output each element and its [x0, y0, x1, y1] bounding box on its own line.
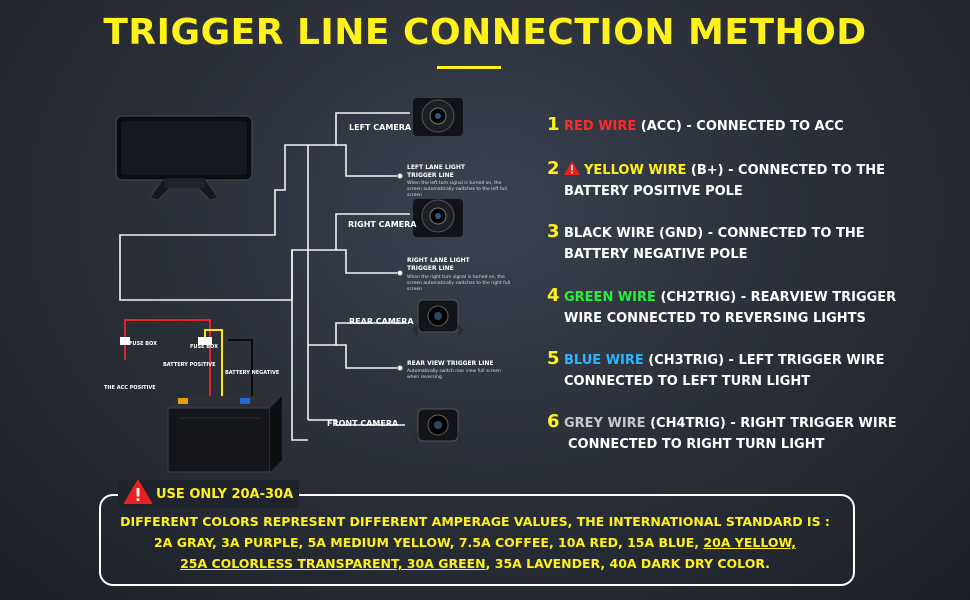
wire-number: 3: [547, 221, 560, 242]
warning-icon: [124, 480, 152, 504]
label-left-trigger-2: TRIGGER LINE: [407, 172, 454, 179]
label-acc-positive: THE ACC POSITIVE: [104, 385, 156, 391]
label-battery-negative: BATTERY NEGATIVE: [225, 370, 280, 376]
wire-number: 2: [547, 158, 560, 179]
label-left-camera: LEFT CAMERA: [349, 123, 412, 132]
wire-number: 4: [547, 285, 560, 306]
fuse-notice-line-1: DIFFERENT COLORS REPRESENT DIFFERENT AMP…: [120, 514, 830, 529]
battery-icon: [167, 396, 282, 473]
desc-rear-trigger: Automatically switch rear view full scre…: [407, 369, 501, 380]
fuse-line-3-text: , 35A LAVENDER, 40A DARK DRY COLOR.: [485, 556, 770, 571]
fuse-notice-line-3: 25A COLORLESS TRANSPARENT, 30A GREEN, 35…: [104, 553, 846, 574]
wire-desc-2: BATTERY POSITIVE POLE: [564, 184, 743, 199]
rear-camera-icon: [412, 299, 464, 338]
wire-desc: (GND) - CONNECTED TO THE: [654, 226, 865, 241]
wire-desc: (B+) - CONNECTED TO THE: [686, 163, 885, 178]
label-fuse-box-2: FUSE BOX: [190, 344, 218, 350]
wire-item-4: 4 GREEN WIRE (CH2TRIG) - REARVIEW TRIGGER…: [547, 285, 957, 329]
warning-icon: [564, 161, 580, 175]
fuse-line-2-text: 2A GRAY, 3A PURPLE, 5A MEDIUM YELLOW, 7.…: [153, 535, 704, 550]
wire-item-5: 5 BLUE WIRE (CH3TRIG) - LEFT TRIGGER WIRE…: [547, 348, 957, 392]
fuse-line-3-highlight: 25A COLORLESS TRANSPARENT, 30A GREEN: [180, 556, 486, 571]
wire-desc: (ACC) - CONNECTED TO ACC: [636, 119, 844, 134]
wire-desc: (CH2TRIG) - REARVIEW TRIGGER: [655, 290, 897, 305]
fuse-notice-text: DIFFERENT COLORS REPRESENT DIFFERENT AMP…: [104, 511, 846, 574]
desc-left-trigger: When the left turn signal is turned on, …: [407, 181, 507, 198]
label-right-trigger-2: TRIGGER LINE: [407, 265, 454, 272]
wire-desc-2: CONNECTED TO RIGHT TURN LIGHT: [568, 437, 825, 452]
wire-number: 6: [547, 411, 560, 432]
wire-color-name: GREEN WIRE: [564, 290, 656, 305]
fuse-line-2-highlight: 20A YELLOW,: [703, 535, 797, 550]
wire-item-1: 1 RED WIRE (ACC) - CONNECTED TO ACC: [547, 114, 957, 137]
wire-color-name: YELLOW WIRE: [584, 163, 687, 178]
label-fuse-box-1: FUSE BOX: [129, 341, 157, 347]
label-right-trigger-1: RIGHT LANE LIGHT: [407, 257, 470, 264]
wire-desc-2: CONNECTED TO LEFT TURN LIGHT: [564, 374, 811, 389]
wire-item-2: 2 YELLOW WIRE (B+) - CONNECTED TO THE BAT…: [547, 158, 957, 202]
desc-right-trigger: When the right turn signal is turned on,…: [407, 275, 511, 292]
wire-desc-2: BATTERY NEGATIVE POLE: [564, 247, 748, 262]
wire-number: 1: [547, 114, 560, 135]
wire-desc-2: WIRE CONNECTED TO REVERSING LIGHTS: [564, 311, 866, 326]
fuse-notice-heading: USE ONLY 20A-30A: [118, 480, 300, 508]
wire-item-3: 3 BLACK WIRE (GND) - CONNECTED TO THE BAT…: [547, 221, 957, 265]
label-rear-camera: REAR CAMERA: [349, 317, 414, 326]
page-title: TRIGGER LINE CONNECTION METHOD: [103, 12, 867, 53]
label-battery-positive: BATTERY POSITIVE: [163, 362, 216, 368]
fuse-notice-line-2: 2A GRAY, 3A PURPLE, 5A MEDIUM YELLOW, 7.…: [104, 532, 846, 553]
wiring-diagram: [115, 98, 464, 473]
wire-color-name: BLUE WIRE: [564, 353, 644, 368]
wire-color-name: BLACK WIRE: [564, 226, 655, 241]
wire-desc: (CH4TRIG) - RIGHT TRIGGER WIRE: [645, 416, 897, 431]
monitor-icon: [115, 115, 253, 201]
fuse-notice-title: USE ONLY 20A-30A: [156, 487, 294, 502]
fuse-notice-box: [99, 494, 855, 586]
wire-color-name: RED WIRE: [564, 119, 637, 134]
wire-item-6: 6 GREY WIRE (CH4TRIG) - RIGHT TRIGGER WIR…: [547, 411, 957, 455]
wire-color-name: GREY WIRE: [564, 416, 646, 431]
label-right-camera: RIGHT CAMERA: [348, 220, 417, 229]
title-underline: [437, 66, 501, 69]
front-camera-icon: [412, 408, 464, 446]
label-front-camera: FRONT CAMERA: [327, 419, 399, 428]
label-rear-trigger: REAR VIEW TRIGGER LINE: [407, 360, 494, 367]
left-camera-icon: [413, 98, 463, 136]
label-left-trigger-1: LEFT LANE LIGHT: [407, 164, 465, 171]
right-camera-icon: [413, 199, 463, 237]
wire-desc: (CH3TRIG) - LEFT TRIGGER WIRE: [643, 353, 885, 368]
wire-number: 5: [547, 348, 560, 369]
